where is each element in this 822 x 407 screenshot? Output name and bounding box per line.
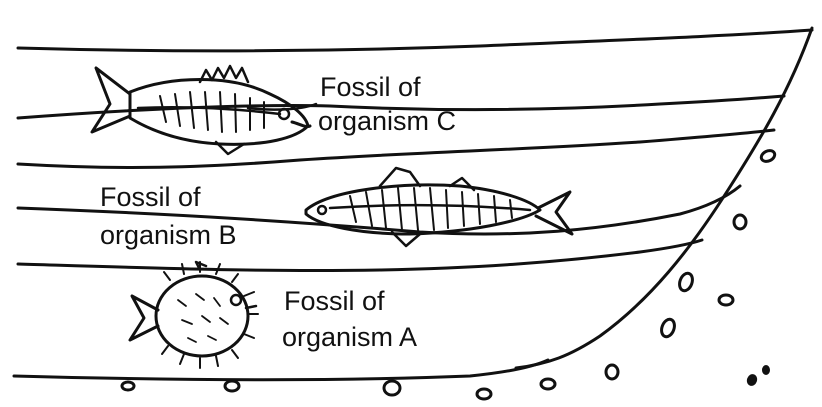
label-fossil-a-line1: Fossil of — [284, 286, 385, 316]
pebble — [734, 215, 746, 229]
pebble — [122, 382, 134, 390]
label-fossil-b-line1: Fossil of — [100, 182, 201, 212]
fish-b-spine — [330, 205, 530, 210]
fish-b-ribs — [350, 188, 512, 230]
pebble — [659, 317, 676, 338]
label-fossil-a-line2: organism A — [282, 322, 417, 352]
pebble — [762, 365, 770, 375]
fish-c-ribs — [160, 92, 264, 132]
layer-line-bottom — [14, 360, 548, 380]
fish-c-body — [130, 80, 308, 145]
pebble — [384, 381, 400, 395]
fish-a-texture — [178, 294, 228, 342]
pebble — [606, 365, 618, 379]
fish-b-tail — [536, 192, 572, 234]
fish-a-tail — [130, 296, 158, 340]
pebble — [225, 381, 239, 391]
pebble — [541, 379, 555, 389]
layer-line-top — [18, 30, 812, 51]
pufferfish-fossil-icon — [130, 262, 258, 368]
fish-b-body — [306, 185, 540, 234]
pebble — [677, 271, 694, 292]
label-fossil-c-line2: organism C — [318, 106, 456, 136]
pebble — [745, 373, 759, 388]
pebble — [477, 389, 491, 399]
fish-c-tail — [92, 68, 130, 132]
label-fossil-c-line1: Fossil of — [320, 72, 421, 102]
fish-a-eye — [231, 295, 241, 305]
fish-b-eye — [318, 206, 326, 214]
pebble — [719, 295, 733, 305]
fish-b-dorsal-fin — [380, 168, 420, 186]
pebble — [760, 149, 777, 164]
label-fossil-b-line2: organism B — [100, 220, 237, 250]
